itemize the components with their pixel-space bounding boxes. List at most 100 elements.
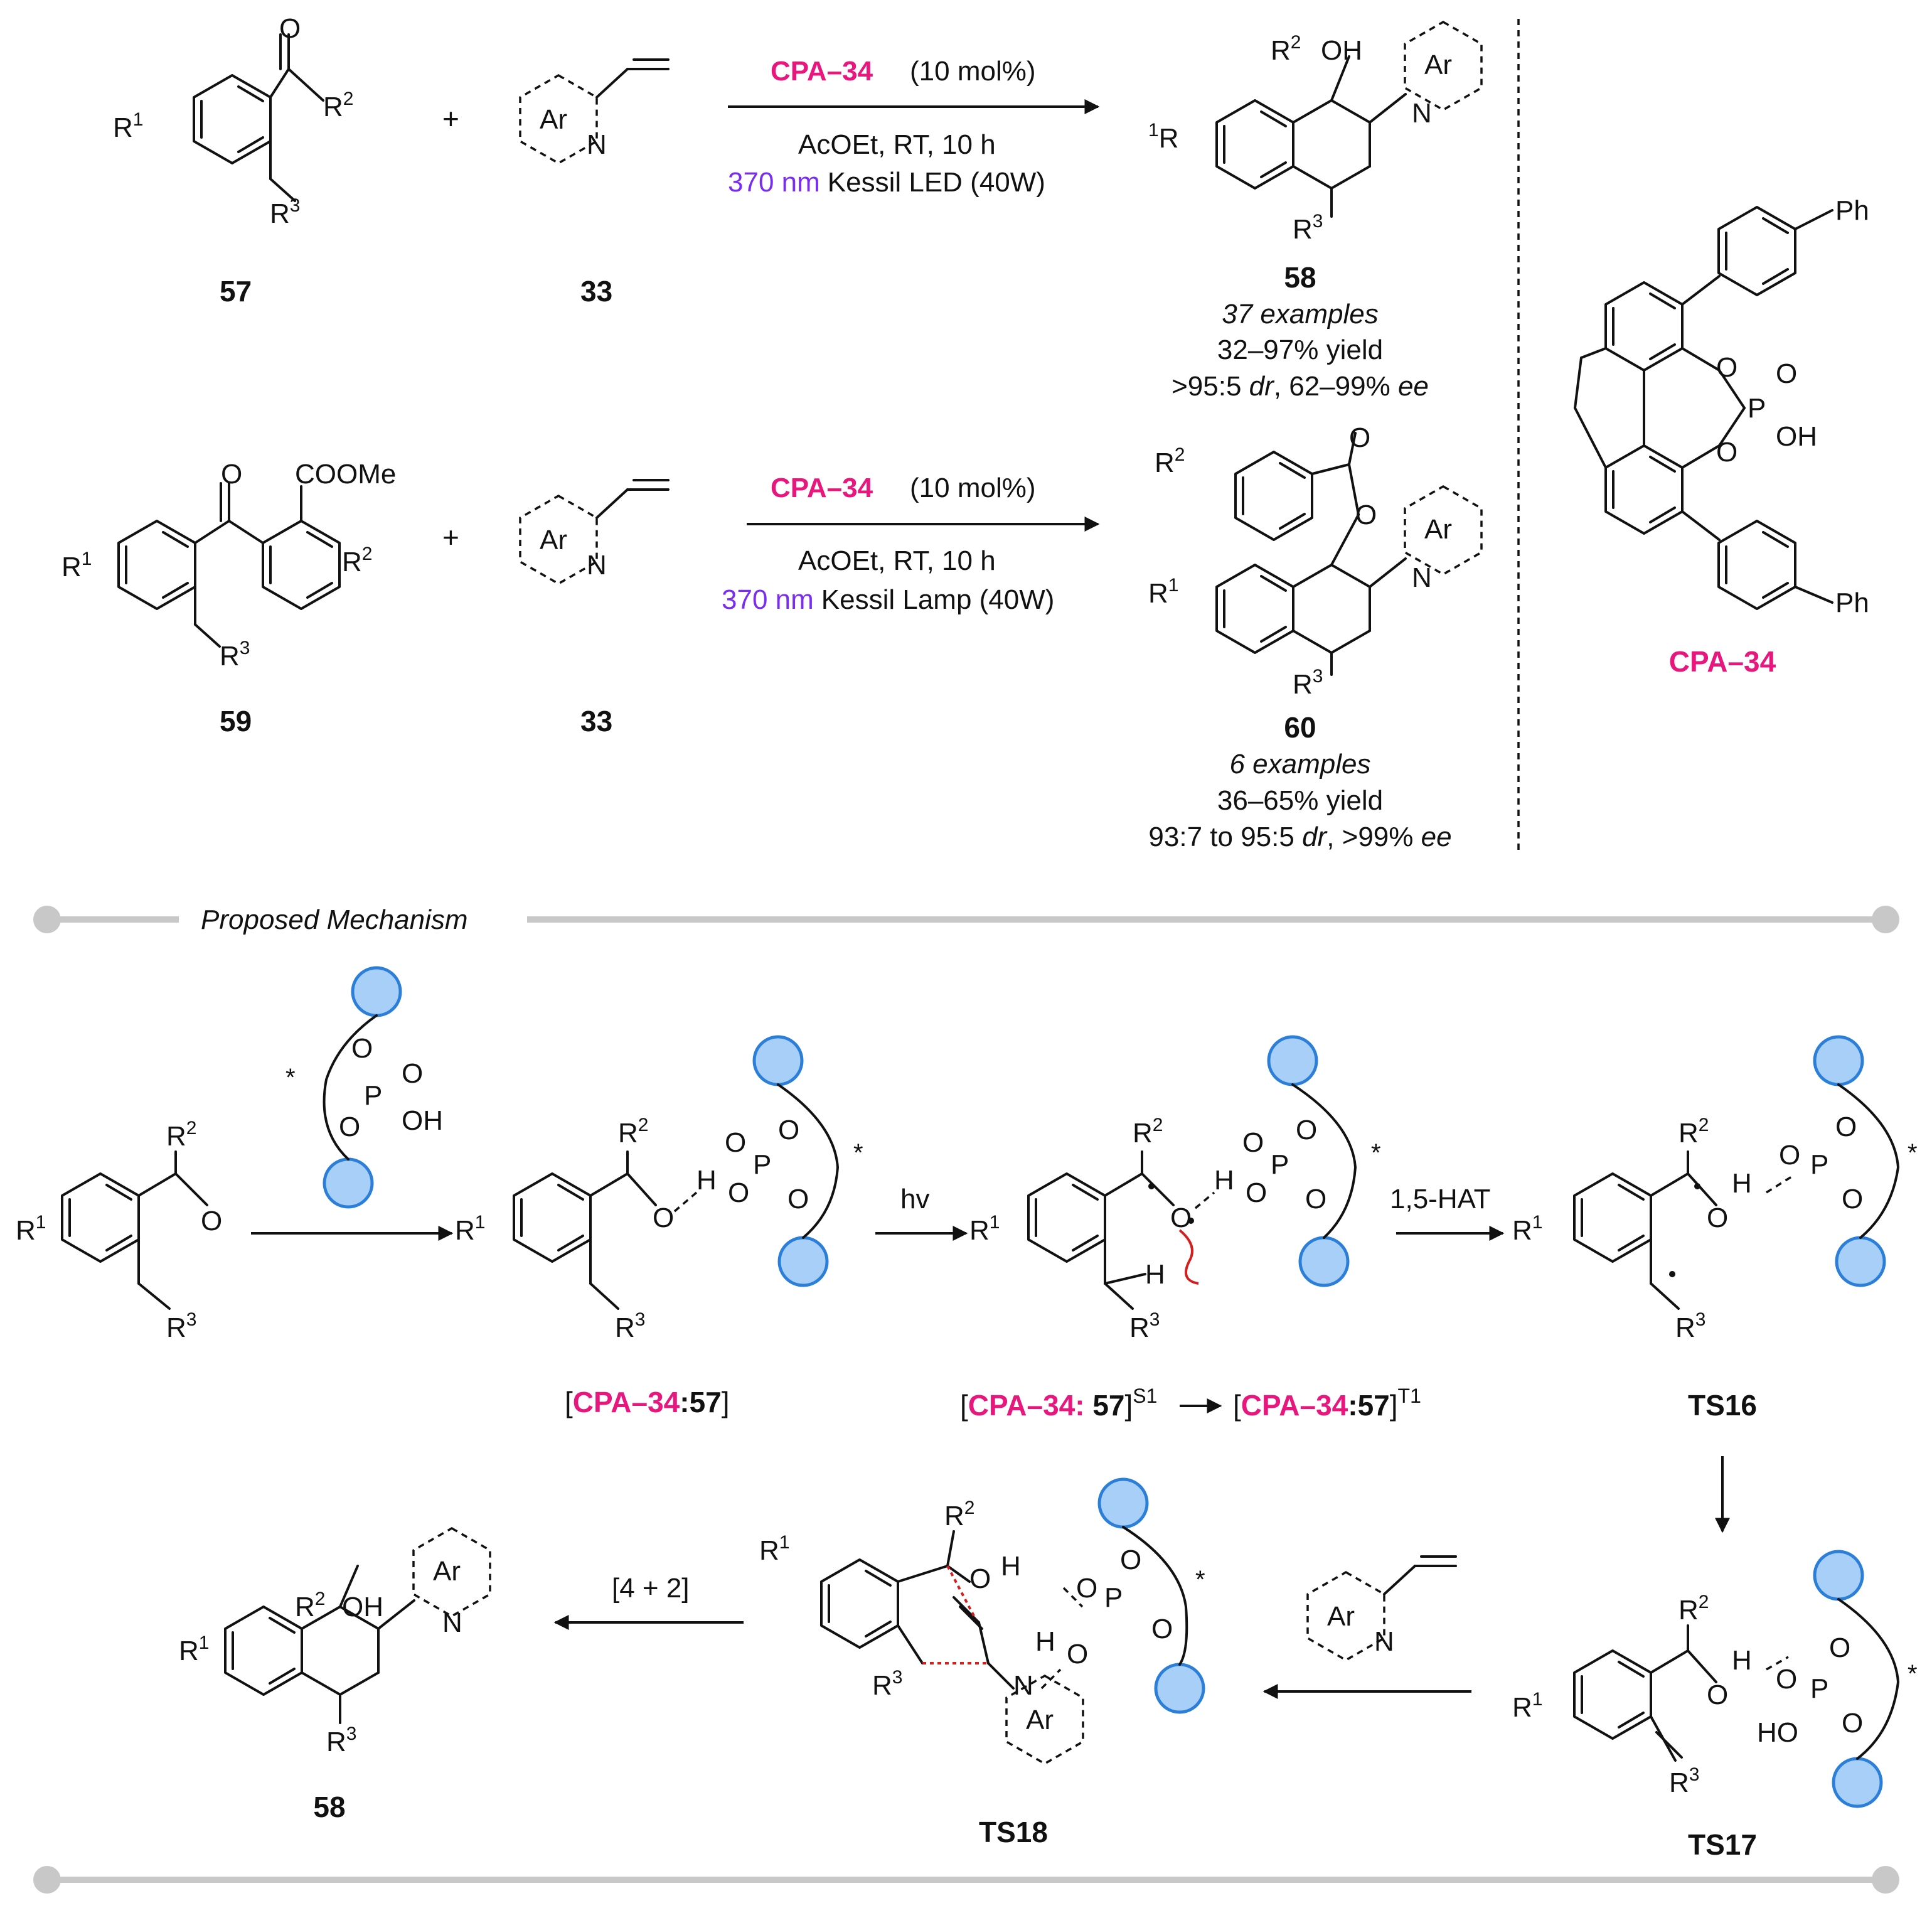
c57-oxygen: O bbox=[279, 13, 301, 44]
mech-57-o: O bbox=[201, 1206, 222, 1236]
compound-33-structure bbox=[519, 58, 670, 164]
p58-oh: OH bbox=[1321, 35, 1362, 66]
final-product-58 bbox=[224, 1527, 491, 1724]
c57-r3: R3 bbox=[270, 195, 300, 229]
ts17-oxo: O bbox=[1776, 1664, 1797, 1695]
ts16-blob-top bbox=[1813, 1035, 1864, 1086]
cat-free-o1: O bbox=[351, 1033, 373, 1064]
cpa-o-lower: O bbox=[1716, 437, 1737, 468]
cat-free-p: P bbox=[364, 1080, 382, 1111]
ts18-h: H bbox=[1001, 1551, 1021, 1582]
plus-sign-2: + bbox=[442, 521, 459, 554]
cpa34-label: CPA–34 bbox=[1669, 645, 1776, 678]
ts16-star: * bbox=[1908, 1139, 1918, 1167]
compound-33b-structure bbox=[519, 479, 670, 585]
ts18-blob-top bbox=[1097, 1477, 1149, 1529]
c33b-ar-label: Ar bbox=[540, 525, 567, 555]
cx-p: P bbox=[753, 1149, 771, 1180]
fp-n: N bbox=[442, 1607, 462, 1638]
r2-selectivity: 93:7 to 95:5 dr, >99% ee bbox=[1148, 822, 1451, 852]
cx-oxo: O bbox=[725, 1127, 746, 1158]
c59-coome: COOMe bbox=[295, 459, 396, 490]
c57-r2: R2 bbox=[323, 88, 353, 122]
p58-r2: R2 bbox=[1271, 32, 1301, 66]
p60-r1: R1 bbox=[1148, 575, 1178, 609]
ts18-star: * bbox=[1195, 1566, 1205, 1594]
r1-catalyst-loading: (10 mol%) bbox=[910, 56, 1036, 87]
ts18-n: N bbox=[1013, 1670, 1033, 1701]
ex-oxo: O bbox=[1242, 1127, 1264, 1158]
ts16-h: H bbox=[1732, 1168, 1752, 1199]
r2-catalyst-loading: (10 mol%) bbox=[910, 473, 1036, 503]
catalyst-star: * bbox=[286, 1064, 296, 1091]
mvp-n: N bbox=[1374, 1626, 1394, 1657]
ts18-p-o: O bbox=[1067, 1639, 1088, 1670]
fp-r1: R1 bbox=[179, 1632, 209, 1666]
ex-star: * bbox=[1371, 1139, 1381, 1167]
ex-r2: R2 bbox=[1133, 1115, 1163, 1149]
ts16-o-ring1: O bbox=[1835, 1112, 1857, 1142]
ex-h: H bbox=[1145, 1259, 1165, 1290]
excited-backbone bbox=[1291, 1083, 1357, 1239]
ts17-backbone bbox=[1837, 1598, 1899, 1760]
ex-r3: R3 bbox=[1129, 1309, 1160, 1343]
divider-end-dot bbox=[1872, 1866, 1899, 1894]
ts16-r1: R1 bbox=[1512, 1212, 1542, 1246]
ts17-r1: R1 bbox=[1512, 1689, 1542, 1723]
p60-ar: Ar bbox=[1424, 514, 1452, 545]
c33b-nitrogen: N bbox=[587, 550, 607, 581]
compound-33-label: 33 bbox=[580, 275, 612, 308]
fp-r2: R2 bbox=[295, 1589, 325, 1622]
mvp-ar: Ar bbox=[1327, 1601, 1355, 1632]
c59-r2: R2 bbox=[342, 544, 372, 577]
ex-p: P bbox=[1271, 1149, 1289, 1180]
catalyst-backbone bbox=[323, 1014, 378, 1160]
catalyst-blob-bottom bbox=[323, 1157, 374, 1209]
c59-r1: R1 bbox=[61, 549, 92, 582]
cx-o-ring1: O bbox=[778, 1115, 799, 1145]
complex-blob-bottom bbox=[777, 1236, 829, 1287]
product-60-label: 60 bbox=[1284, 711, 1316, 744]
ts17-o-ring1: O bbox=[1829, 1632, 1850, 1663]
cycloaddition-label: [4 + 2] bbox=[612, 1573, 690, 1604]
ts16-structure bbox=[1573, 1150, 1792, 1310]
ts17-o: O bbox=[1707, 1680, 1728, 1710]
cx-o-ring2: O bbox=[787, 1184, 809, 1214]
fp-r3: R3 bbox=[326, 1723, 356, 1757]
cx-star: * bbox=[853, 1139, 863, 1167]
final-product-label: 58 bbox=[313, 1791, 345, 1823]
c59-oxygen: O bbox=[221, 459, 242, 490]
ts16-p: P bbox=[1810, 1149, 1828, 1180]
cat-free-oh: OH bbox=[402, 1105, 443, 1136]
mech-57-r3: R3 bbox=[166, 1309, 196, 1343]
mechanism-title: Proposed Mechanism bbox=[201, 904, 468, 935]
excited-complex bbox=[1027, 1150, 1215, 1310]
ts16-blob-bottom bbox=[1835, 1236, 1886, 1287]
r1-selectivity: >95:5 dr, 62–99% ee bbox=[1171, 371, 1429, 402]
plus-sign-1: + bbox=[442, 102, 459, 135]
compound-57-structure bbox=[193, 33, 324, 202]
mech-vinylpyridine bbox=[1306, 1555, 1457, 1661]
r1-catalyst-name: CPA–34 bbox=[771, 56, 873, 87]
c59-r3: R3 bbox=[220, 638, 250, 672]
r2-yield-range: 36–65% yield bbox=[1217, 785, 1383, 816]
ts16-r3: R3 bbox=[1675, 1309, 1705, 1343]
ts18-r3: R3 bbox=[872, 1667, 902, 1701]
fp-ar: Ar bbox=[433, 1556, 461, 1587]
p58-r1: 1R bbox=[1148, 120, 1178, 154]
p58-r3: R3 bbox=[1293, 211, 1323, 245]
ts18-backbone bbox=[1122, 1526, 1188, 1666]
compound-33b-label: 33 bbox=[580, 705, 612, 737]
r2-catalyst-name: CPA–34 bbox=[771, 473, 873, 503]
ts18-p: P bbox=[1104, 1582, 1123, 1613]
compound-57-label: 57 bbox=[220, 275, 252, 308]
ts17-h: H bbox=[1732, 1645, 1752, 1676]
p60-carbonyl-o: O bbox=[1349, 422, 1370, 453]
cx-r3: R3 bbox=[615, 1309, 645, 1343]
ts16-oxo: O bbox=[1779, 1140, 1800, 1171]
p60-r2: R2 bbox=[1155, 444, 1185, 478]
r2-example-count: 6 examples bbox=[1229, 749, 1370, 780]
p60-r3: R3 bbox=[1293, 666, 1323, 700]
